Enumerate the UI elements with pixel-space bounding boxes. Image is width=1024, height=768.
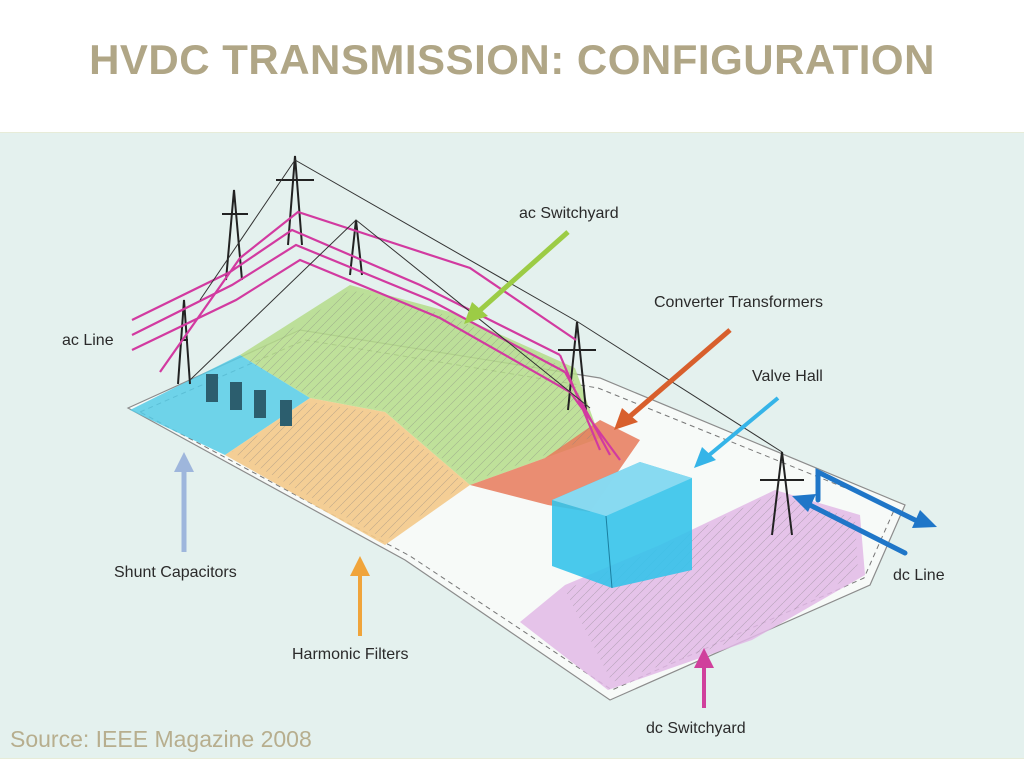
- callout-arrow-harmonic-filters: [350, 556, 370, 636]
- slide-title: HVDC TRANSMISSION: CONFIGURATION: [89, 36, 935, 83]
- dc-line-arrowhead-out: [912, 510, 937, 528]
- callout-arrow-converter-transformers: [614, 328, 732, 430]
- label-dc-switchyard: dc Switchyard: [646, 720, 746, 737]
- ac-switchyard-equipment: [245, 290, 595, 482]
- harmonic-filter-equipment: [232, 402, 465, 540]
- ac-line-conductors: [131, 210, 621, 461]
- dc-switchyard-equipment: [565, 494, 858, 682]
- zone-shunt-capacitors: [130, 355, 310, 455]
- transmission-towers: [177, 155, 804, 536]
- label-converter-transformers: Converter Transformers: [654, 294, 823, 311]
- valve-hall-building: [552, 462, 692, 589]
- label-dc-line: dc Line: [893, 567, 945, 584]
- callout-arrow-dc-switchyard: [694, 648, 714, 708]
- callout-arrow-ac-switchyard: [464, 230, 570, 324]
- dc-line-arrows: [797, 467, 918, 556]
- source-note: Source: IEEE Magazine 2008: [10, 726, 312, 752]
- shunt-capacitor-banks: [206, 374, 292, 426]
- dc-line-arrowhead-in: [792, 494, 816, 512]
- label-harmonic-filters: Harmonic Filters: [292, 646, 409, 663]
- callout-arrow-shunt-capacitors: [174, 452, 194, 552]
- overhead-shield-wires: [189, 159, 783, 453]
- label-ac-switchyard: ac Switchyard: [519, 205, 619, 222]
- label-shunt-capacitors: Shunt Capacitors: [114, 564, 237, 581]
- label-valve-hall: Valve Hall: [752, 368, 823, 385]
- callout-arrow-valve-hall: [694, 396, 780, 468]
- label-ac-line: ac Line: [62, 332, 114, 349]
